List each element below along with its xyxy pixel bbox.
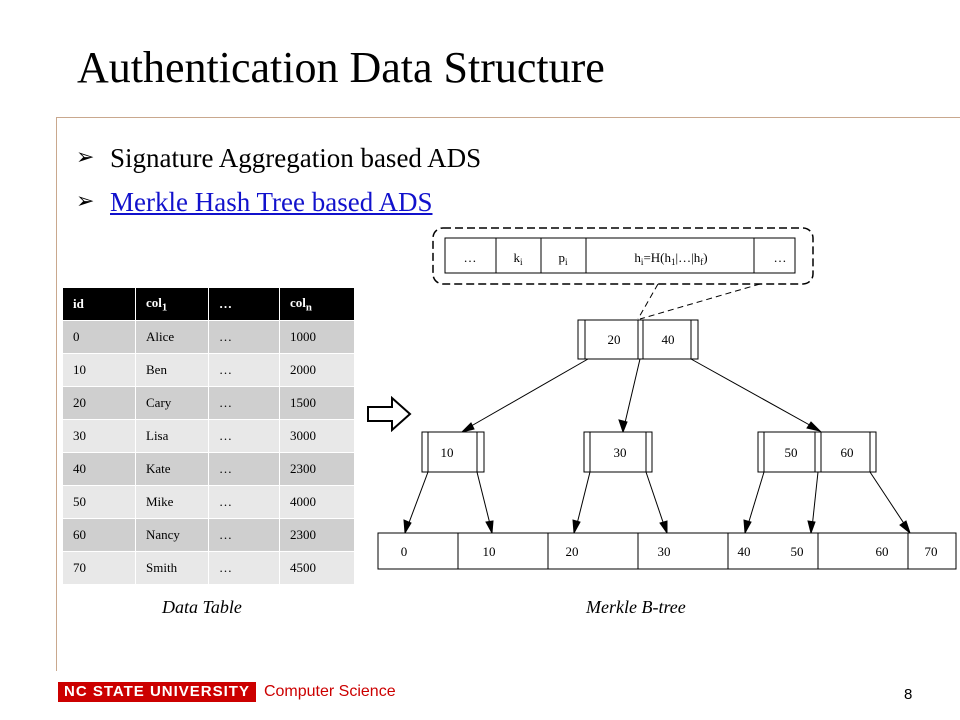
detail-hash: hi=H(h1|…|hf) (634, 250, 707, 267)
table-cell: Smith (135, 551, 209, 585)
leaf-key: 20 (566, 544, 579, 559)
detail-key: ki (513, 250, 523, 267)
table-cell: 20 (62, 386, 136, 420)
leaf-key: 0 (401, 544, 408, 559)
table-cell: 0 (62, 320, 136, 354)
table-cell: Lisa (135, 419, 209, 453)
table-cell: … (208, 452, 280, 486)
table-cell: … (208, 419, 280, 453)
root-node: 20 40 (577, 319, 699, 360)
internal-key: 30 (614, 445, 627, 460)
frame-top-divider (56, 117, 960, 118)
table-header-row: id col1 … coln (62, 287, 355, 321)
frame-left-divider (56, 117, 57, 671)
table-cell: 10 (62, 353, 136, 387)
table-cell: Mike (135, 485, 209, 519)
detail-ellipsis-right: … (774, 250, 787, 265)
hollow-right-arrow-icon (367, 396, 412, 432)
bullet-text: Signature Aggregation based ADS (110, 143, 482, 173)
leaf-key: 70 (925, 544, 938, 559)
table-cell: … (208, 518, 280, 552)
table-cell: 70 (62, 551, 136, 585)
table-cell: Ben (135, 353, 209, 387)
table-cell: 1500 (279, 386, 355, 420)
table-cell: 4500 (279, 551, 355, 585)
leaf-key: 40 (738, 544, 751, 559)
detail-pointer: pi (558, 250, 568, 267)
page-number: 8 (904, 686, 913, 703)
table-cell: 2300 (279, 518, 355, 552)
internal-key: 50 (785, 445, 798, 460)
table-cell: 3000 (279, 419, 355, 453)
table-cell: 40 (62, 452, 136, 486)
bullet-item: ➢ Merkle Hash Tree based ADS (76, 180, 481, 224)
leaf-key: 10 (483, 544, 496, 559)
leaf-key: 50 (791, 544, 804, 559)
table-cell: Alice (135, 320, 209, 354)
leaf-key: 60 (876, 544, 889, 559)
table-cell: 30 (62, 419, 136, 453)
right-arrow-bullet-icon: ➢ (76, 189, 95, 214)
table-cell: … (208, 551, 280, 585)
internal-key: 10 (441, 445, 454, 460)
table-cell: Nancy (135, 518, 209, 552)
table-cell: … (208, 353, 280, 387)
slide-title: Authentication Data Structure (77, 43, 605, 92)
table-cell: 2000 (279, 353, 355, 387)
bullet-item: ➢ Signature Aggregation based ADS (76, 136, 481, 180)
table-cell: … (208, 485, 280, 519)
callout-connector (637, 283, 659, 320)
department-name: Computer Science (263, 683, 396, 700)
table-cell: … (208, 320, 280, 354)
internal-node: 30 (583, 431, 653, 473)
root-key: 20 (608, 332, 621, 347)
detail-callout (432, 227, 814, 285)
leaf-key: 30 (658, 544, 671, 559)
table-cell: 60 (62, 518, 136, 552)
header-coln: coln (279, 287, 355, 321)
data-table-caption: Data Table (162, 597, 242, 617)
university-logo: NC STATE UNIVERSITY Computer Science (58, 682, 396, 702)
callout-connector (639, 283, 761, 320)
internal-node: 50 60 (757, 431, 877, 473)
table-cell: Kate (135, 452, 209, 486)
internal-node: 10 (421, 431, 485, 473)
leaf-row: 0 10 20 30 40 50 60 70 (377, 532, 957, 570)
table-cell: 50 (62, 485, 136, 519)
right-arrow-bullet-icon: ➢ (76, 145, 95, 170)
root-key: 40 (662, 332, 675, 347)
bullet-list: ➢ Signature Aggregation based ADS ➢ Merk… (76, 136, 481, 224)
logo-wordmark: NC STATE UNIVERSITY (58, 682, 256, 702)
header-id: id (62, 287, 136, 321)
internal-key: 60 (841, 445, 854, 460)
merkle-link[interactable]: Merkle Hash Tree based ADS (110, 187, 433, 217)
table-cell: 1000 (279, 320, 355, 354)
table-cell: 4000 (279, 485, 355, 519)
header-ellipsis: … (208, 287, 280, 321)
detail-ellipsis-left: … (464, 250, 477, 265)
tree-edges (403, 358, 912, 535)
detail-node (444, 237, 796, 274)
tree-caption: Merkle B-tree (586, 597, 686, 617)
table-cell: 2300 (279, 452, 355, 486)
